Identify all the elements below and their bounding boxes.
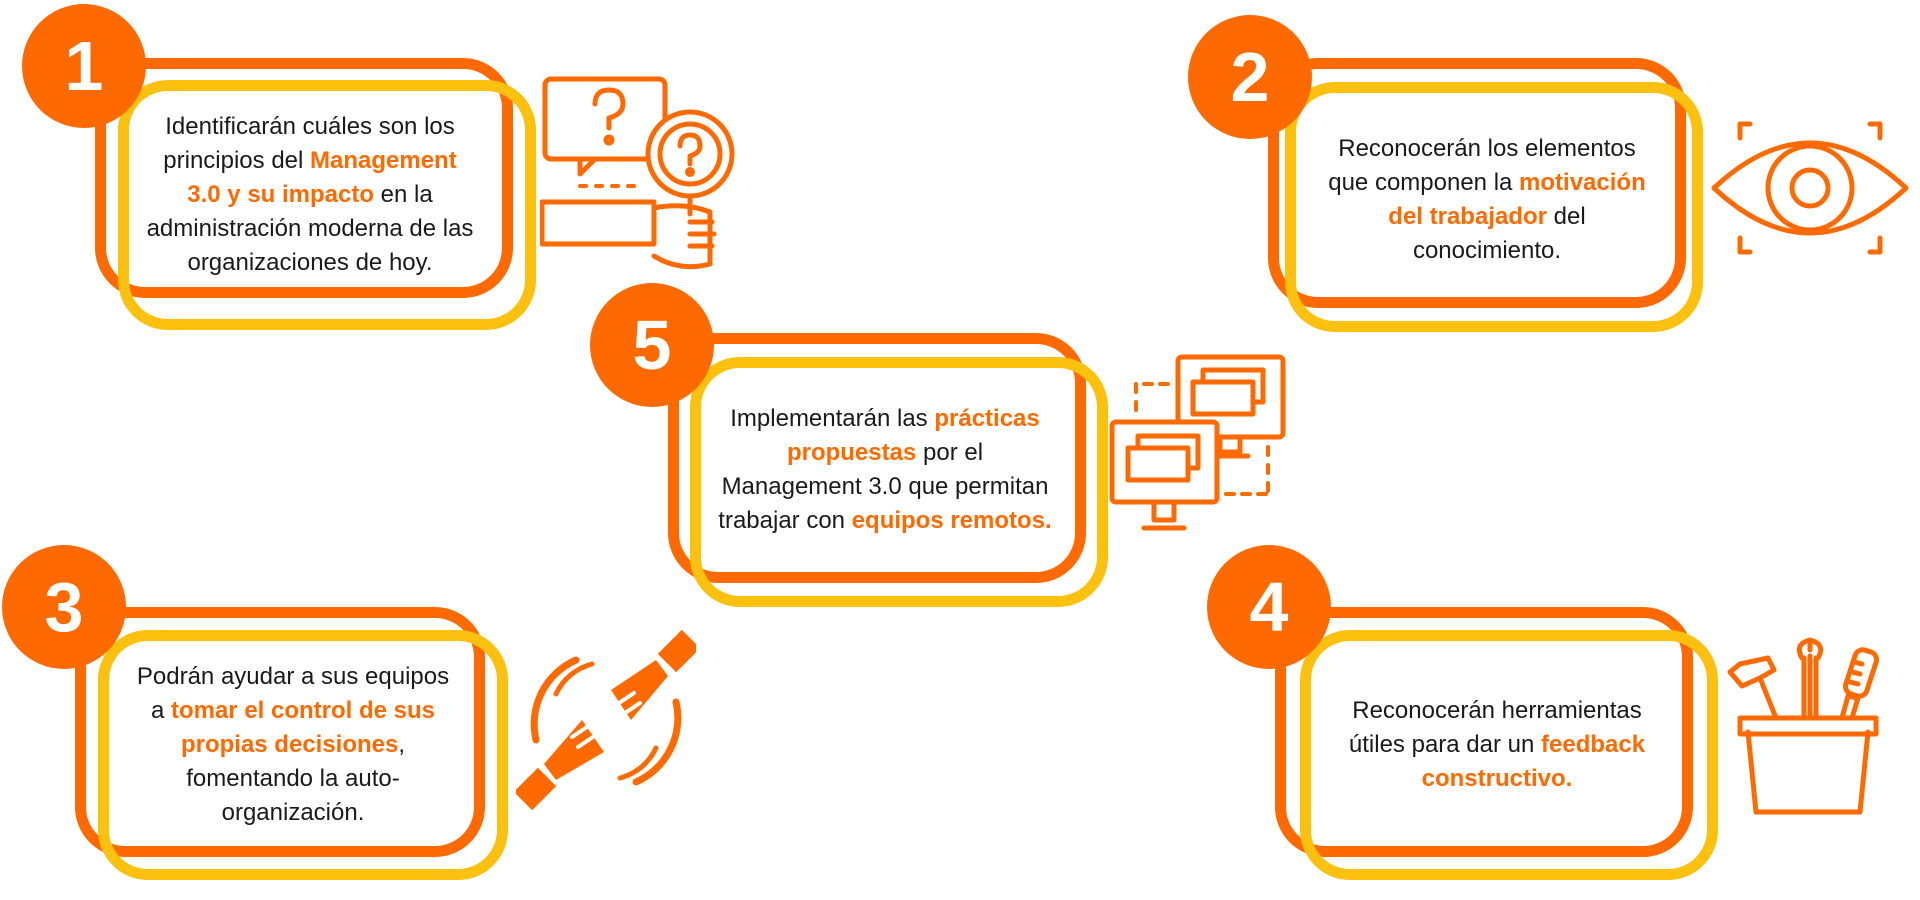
eye-icon xyxy=(1710,118,1910,258)
step-highlight-text: motivación del trabajador xyxy=(1388,169,1646,230)
step-frame-inner xyxy=(118,80,536,330)
step-frame-outer xyxy=(95,58,513,298)
step-highlight-text: Management 3.0 y su impacto xyxy=(187,147,457,208)
step-body-text: por el Management 3.0 que permitan traba… xyxy=(718,439,1049,534)
step-frame-inner xyxy=(690,357,1108,607)
step-card-5: Implementarán las prácticas propuestas p… xyxy=(580,280,1120,620)
step-highlight-text: equipos remotos. xyxy=(851,507,1052,534)
step-body-text: Podrán ayudar a sus equipos a xyxy=(136,663,450,724)
step-frame-inner xyxy=(1300,630,1718,880)
step-text: Podrán ayudar a sus equipos a tomar el c… xyxy=(128,655,458,835)
question-magnifier-icon xyxy=(540,74,740,274)
step-frame-inner xyxy=(1285,82,1703,332)
tools-bucket-icon xyxy=(1720,636,1910,826)
step-body-text: del conocimiento. xyxy=(1412,203,1586,264)
step-text: Reconocerán herramientas útiles para dar… xyxy=(1338,655,1656,835)
step-text: Implementarán las prácticas propuestas p… xyxy=(715,380,1055,560)
step-paragraph: Implementarán las prácticas propuestas p… xyxy=(715,402,1055,538)
step-frame-outer xyxy=(75,607,485,857)
step-card-1: Identificarán cuáles son los principios … xyxy=(0,0,560,340)
step-frame-outer xyxy=(1268,58,1686,308)
step-body-text: , fomentando la auto-organización. xyxy=(186,731,406,826)
step-text: Identificarán cuáles son los principios … xyxy=(145,100,475,290)
step-number-badge: 4 xyxy=(1207,545,1331,669)
step-frame-outer xyxy=(668,333,1086,583)
step-card-4: Reconocerán herramientas útiles para dar… xyxy=(1200,545,1760,885)
step-number-badge: 5 xyxy=(590,283,714,407)
step-body-text: Reconocerán herramientas útiles para dar… xyxy=(1348,697,1642,758)
step-highlight-text: prácticas propuestas xyxy=(786,405,1040,466)
step-highlight-text: tomar el control de sus propias decision… xyxy=(170,697,436,758)
step-frame-outer xyxy=(1275,607,1693,857)
remote-computers-icon xyxy=(1108,352,1288,542)
step-body-text: Reconocerán los elementos que componen l… xyxy=(1328,135,1636,196)
step-body-text: Identificarán cuáles son los principios … xyxy=(163,113,455,174)
step-highlight-text: feedback constructivo. xyxy=(1421,731,1646,792)
step-body-text: Implementarán las xyxy=(730,405,935,432)
step-card-2: Reconocerán los elementos que componen l… xyxy=(1170,0,1730,340)
step-number-badge: 1 xyxy=(22,4,146,128)
handshake-icon xyxy=(516,630,696,810)
step-frame-inner xyxy=(98,630,508,880)
step-number-badge: 3 xyxy=(2,545,126,669)
step-text: Reconocerán los elementos que componen l… xyxy=(1318,110,1656,290)
step-paragraph: Identificarán cuáles son los principios … xyxy=(145,110,475,280)
step-card-3: Podrán ayudar a sus equipos a tomar el c… xyxy=(0,545,540,885)
step-paragraph: Podrán ayudar a sus equipos a tomar el c… xyxy=(128,660,458,830)
step-paragraph: Reconocerán herramientas útiles para dar… xyxy=(1338,694,1656,796)
step-body-text: en la administración moderna de las orga… xyxy=(146,181,474,276)
step-number-badge: 2 xyxy=(1188,15,1312,139)
step-paragraph: Reconocerán los elementos que componen l… xyxy=(1318,132,1656,268)
